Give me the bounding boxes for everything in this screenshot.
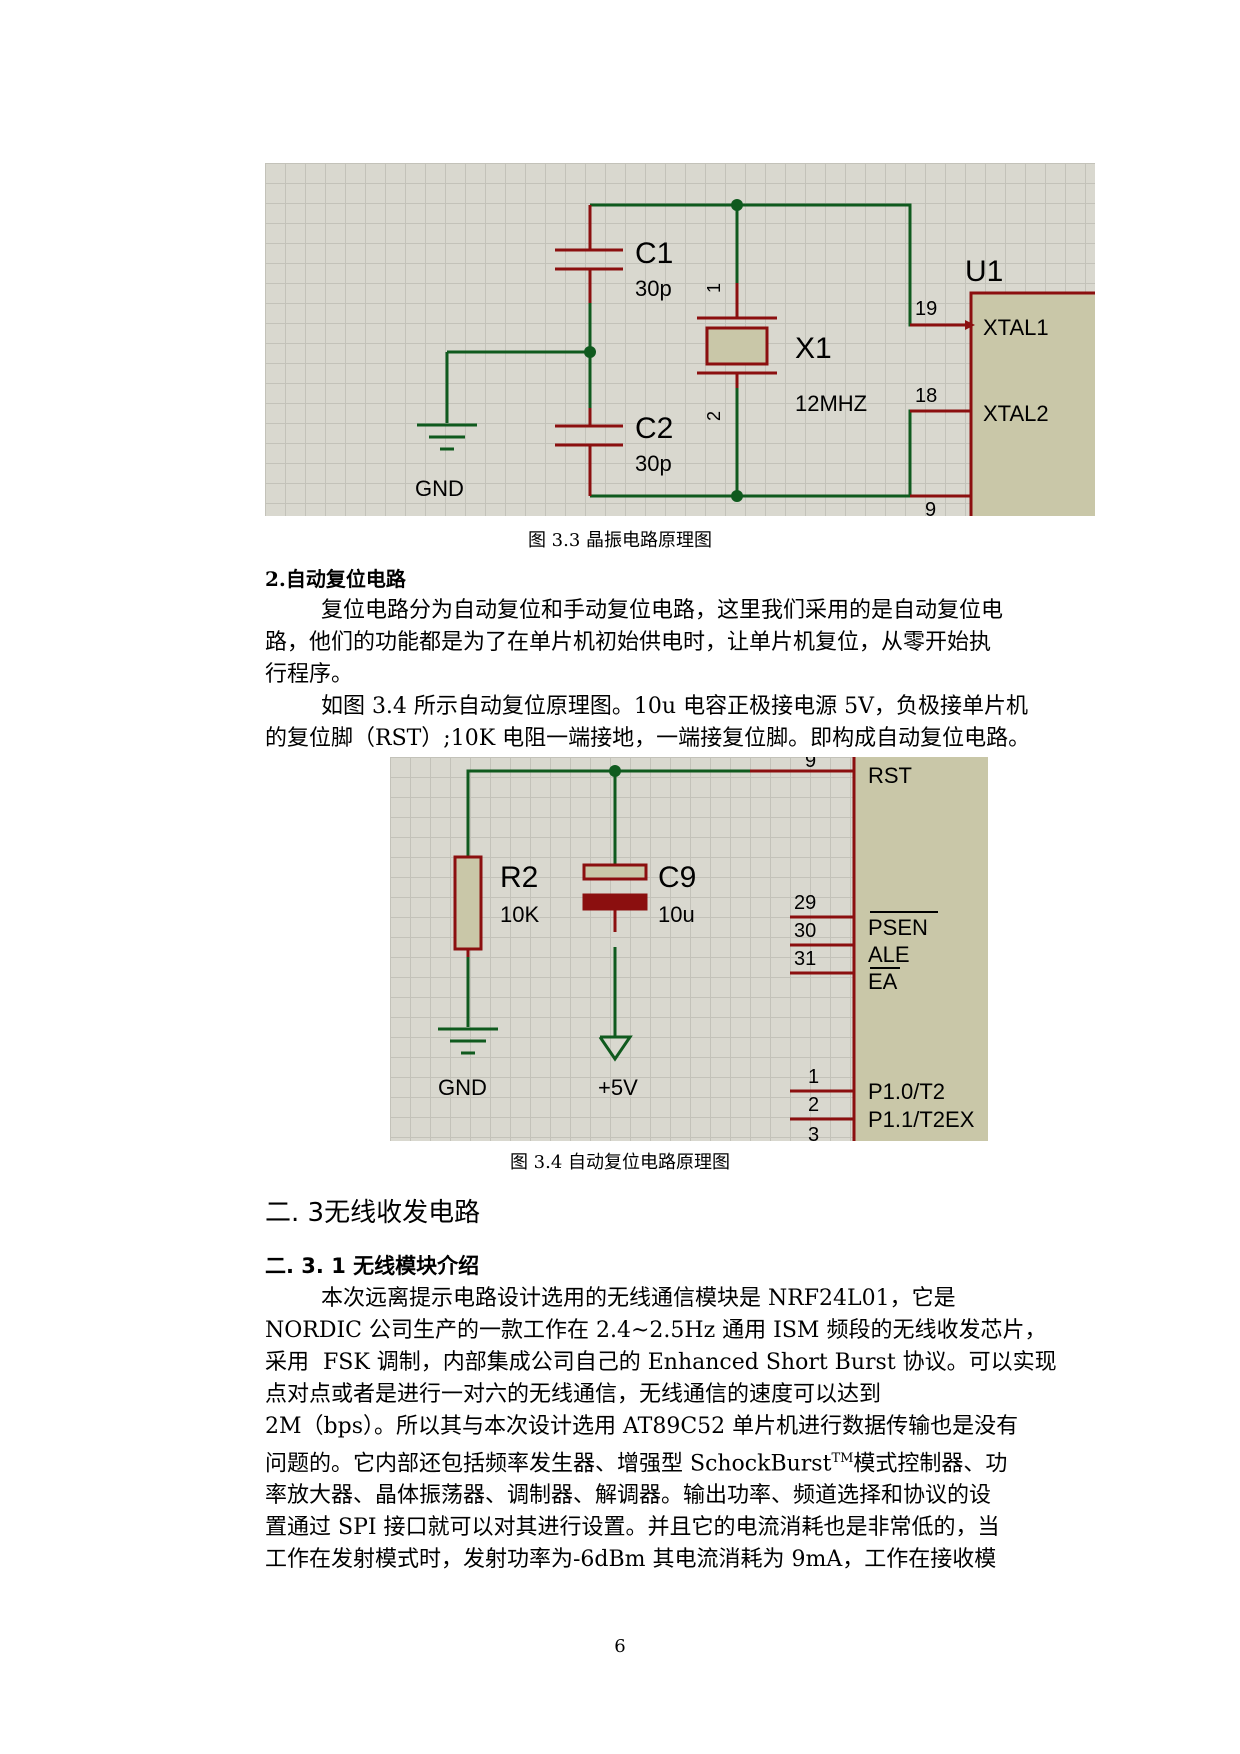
pin31-label: 31 xyxy=(794,948,816,970)
c9-plate-top xyxy=(582,863,648,881)
figure-3-4-schematic: R2 10K C9 10u GND +5V 9 RST 29 PSEN 30 A… xyxy=(390,757,988,1141)
wireless-paragraph: 本次远离提示电路设计选用的无线通信模块是 NRF24L01，它是 NORDIC … xyxy=(265,1283,1095,1576)
pin3-label: 3 xyxy=(808,1124,819,1141)
figure-3-4-caption: 图 3.4 自动复位电路原理图 xyxy=(509,1152,731,1173)
ale-label: ALE xyxy=(868,942,910,967)
gnd-label-2: GND xyxy=(438,1075,487,1100)
pin1-label: 1 xyxy=(808,1066,819,1088)
page-number: 6 xyxy=(614,1636,626,1657)
wireless-line-tail: 模式控制器、功 xyxy=(853,1451,1008,1477)
ea-label: EA xyxy=(868,969,898,994)
figure-3-3-schematic: C1 30p C2 30p X1 12MHZ 1 2 GND U1 19 18 … xyxy=(265,163,1095,516)
section-heading-2-3: 二. 3无线收发电路 xyxy=(265,1198,481,1228)
gnd-label: GND xyxy=(415,476,464,501)
x1-pin2-label: 2 xyxy=(704,411,724,421)
c9-ref: C9 xyxy=(658,861,696,894)
wireless-line: 问题的。它内部还包括频率发生器、增强型 SchockBurst xyxy=(265,1451,832,1477)
vcc-arrow-symbol xyxy=(598,1035,633,1062)
reset-line: 路，他们的功能都是为了在单片机初始供电时，让单片机复位，从零开始执 xyxy=(265,630,992,655)
p11-label: P1.1/T2EX xyxy=(868,1107,975,1132)
reset-line: 行程序。 xyxy=(265,662,354,687)
wireless-line: NORDIC 公司生产的一款工作在 2.4~2.5Hz 通用 ISM 频段的无线… xyxy=(265,1318,1047,1343)
gnd-symbol-2 xyxy=(438,1027,498,1055)
reset-line: 如图 3.4 所示自动复位原理图。10u 电容正极接电源 5V，负极接单片机 xyxy=(265,694,1028,719)
wireless-line-with-tm: 问题的。它内部还包括频率发生器、增强型 SchockBurstTM模式控制器、功 xyxy=(265,1443,1095,1480)
wireless-line: 本次远离提示电路设计选用的无线通信模块是 NRF24L01，它是 xyxy=(265,1286,956,1311)
pin9-label: 9 xyxy=(925,499,936,516)
section-reset-paragraph: 复位电路分为自动复位和手动复位电路，这里我们采用的是自动复位电 路，他们的功能都… xyxy=(265,595,1095,755)
u1-ref: U1 xyxy=(965,255,1003,288)
xtal2-label: XTAL2 xyxy=(983,401,1049,426)
wireless-line: 置通过 SPI 接口就可以对其进行设置。并且它的电流消耗也是非常低的，当 xyxy=(265,1515,1000,1541)
x1-ref: X1 xyxy=(795,332,832,365)
c2-value: 30p xyxy=(635,451,672,476)
trademark-mark: TM xyxy=(831,1451,854,1466)
c9-value: 10u xyxy=(658,902,695,927)
x1-value: 12MHZ xyxy=(795,391,867,416)
xtal1-label: XTAL1 xyxy=(983,315,1049,340)
pin9-label-2: 9 xyxy=(805,757,816,772)
u1-chip-body-2 xyxy=(852,757,988,1141)
wireless-line: 采用 FSK 调制，内部集成公司自己的 Enhanced Short Burst… xyxy=(265,1350,1057,1375)
c9-plate-bottom xyxy=(582,893,648,911)
gnd-symbol xyxy=(417,423,477,451)
r2-ref: R2 xyxy=(500,861,538,894)
c2-ref: C2 xyxy=(635,412,673,445)
rst-label: RST xyxy=(868,763,912,788)
section-heading-2-3-1: 二. 3. 1 无线模块介绍 xyxy=(265,1254,480,1278)
r2-resistor-body xyxy=(453,855,483,951)
psen-label: PSEN xyxy=(868,915,928,940)
wireless-line: 2M（bps）。所以其与本次设计选用 AT89C52 单片机进行数据传输也是没有 xyxy=(265,1414,1019,1439)
wireless-line: 率放大器、晶体振荡器、调制器、解调器。输出功率、频道选择和协议的设 xyxy=(265,1483,992,1509)
x1-pin1-label: 1 xyxy=(704,283,724,293)
pin2-label: 2 xyxy=(808,1094,819,1116)
c1-ref: C1 xyxy=(635,237,673,270)
p10-label: P1.0/T2 xyxy=(868,1079,945,1104)
figure-3-3-caption: 图 3.3 晶振电路原理图 xyxy=(527,530,713,551)
pin30-label: 30 xyxy=(794,920,816,942)
section-reset-title: 2.自动复位电路 xyxy=(265,567,406,591)
pin18-label: 18 xyxy=(915,385,937,407)
vcc-label: +5V xyxy=(598,1075,638,1100)
wireless-line: 点对点或者是进行一对六的无线通信，无线通信的速度可以达到 xyxy=(265,1382,882,1407)
pin19-label: 19 xyxy=(915,298,937,320)
pin29-label: 29 xyxy=(794,892,816,914)
u1-chip-body xyxy=(969,291,1095,516)
c1-value: 30p xyxy=(635,276,672,301)
reset-line: 的复位脚（RST）;10K 电阻一端接地，一端接复位脚。即构成自动复位电路。 xyxy=(265,726,1031,751)
r2-value: 10K xyxy=(500,902,539,927)
x1-crystal-body xyxy=(705,326,769,366)
wireless-line: 工作在发射模式时，发射功率为-6dBm 其电流消耗为 9mA，工作在接收模 xyxy=(265,1547,997,1573)
reset-line: 复位电路分为自动复位和手动复位电路，这里我们采用的是自动复位电 xyxy=(265,598,1003,623)
